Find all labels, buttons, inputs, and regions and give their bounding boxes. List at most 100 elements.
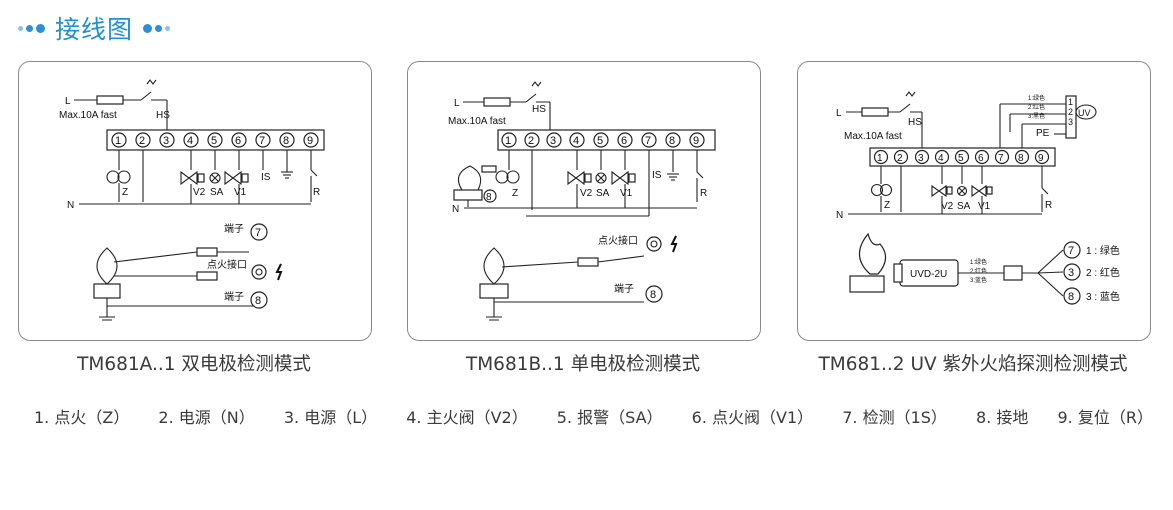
label-l: L bbox=[454, 98, 460, 109]
label-z: Z bbox=[884, 200, 890, 211]
svg-text:3: 3 bbox=[1068, 117, 1073, 127]
legend-red: 2 : 红色 bbox=[1086, 266, 1120, 279]
svg-text:7: 7 bbox=[645, 135, 651, 147]
label-v2: V2 bbox=[193, 187, 206, 198]
alarm-lamp-icon bbox=[956, 185, 968, 197]
label-terminal-7: 端子 bbox=[224, 222, 244, 235]
wire-label-1: 1:绿色 bbox=[1028, 94, 1045, 102]
label-r: R bbox=[700, 188, 707, 199]
svg-text:1: 1 bbox=[1068, 97, 1073, 107]
pilot-valve-icon bbox=[611, 170, 636, 186]
svg-text:8: 8 bbox=[669, 135, 675, 147]
label-n: N bbox=[452, 204, 459, 215]
label-fuse: Max.10A fast bbox=[59, 110, 117, 121]
svg-text:5: 5 bbox=[597, 135, 603, 147]
terminal-8-marker: 8 bbox=[255, 295, 261, 307]
spark-icon bbox=[670, 235, 678, 253]
terminal-7-marker: 7 bbox=[255, 227, 261, 239]
fuse-icon bbox=[483, 97, 511, 107]
legend-item: 6. 点火阀（V1） bbox=[691, 408, 814, 427]
burner-ignitor-icon: 8 bbox=[453, 165, 497, 207]
uv-connector bbox=[1065, 95, 1077, 139]
left-dots-decoration bbox=[18, 23, 45, 33]
svg-text:6: 6 bbox=[978, 153, 984, 164]
legend-item: 1. 点火（Z） bbox=[34, 408, 130, 427]
fuse-icon bbox=[96, 95, 124, 105]
label-v1: V1 bbox=[978, 201, 991, 212]
spark-icon bbox=[275, 263, 283, 281]
label-terminal-8: 端子 bbox=[614, 282, 634, 295]
legend-green: 1 : 绿色 bbox=[1086, 244, 1120, 257]
output-8-marker: 8 bbox=[1068, 291, 1074, 303]
svg-text:8: 8 bbox=[1018, 153, 1024, 164]
pilot-valve-icon bbox=[224, 170, 249, 186]
svg-text:1: 1 bbox=[115, 135, 121, 147]
label-hs: HS bbox=[532, 104, 546, 115]
label-v2: V2 bbox=[941, 201, 954, 212]
label-sa: SA bbox=[210, 187, 224, 198]
ground-icon bbox=[281, 171, 293, 179]
label-r: R bbox=[313, 187, 320, 198]
caption-b: TM681B..1 单电极检测模式 bbox=[465, 354, 701, 375]
cable-connector bbox=[1003, 265, 1023, 281]
terminal-numbers: 1 2 3 4 5 6 7 8 9 bbox=[873, 149, 1050, 165]
caption-a: TM681A..1 双电极检测模式 bbox=[77, 354, 311, 375]
legend-item: 3. 电源（L） bbox=[283, 408, 378, 427]
diagram-panel-c: L Max.10A fast HS 1:绿色 2:红色 3:黑色 1 2 3 U… bbox=[797, 61, 1151, 341]
wiring-diagram-a: L Max.10A fast HS 1 2 3 4 5 6 7 8 9 Z V2… bbox=[59, 79, 325, 321]
burner-flame-icon bbox=[93, 247, 121, 321]
label-l: L bbox=[65, 96, 71, 107]
label-uvd: UVD-2U bbox=[910, 269, 947, 280]
label-fuse: Max.10A fast bbox=[448, 116, 506, 127]
ground-8-marker: 8 bbox=[486, 192, 492, 203]
svg-text:1: 1 bbox=[877, 153, 883, 164]
fuse-icon bbox=[861, 107, 889, 117]
cable-label-1: 1:绿色 bbox=[970, 258, 987, 266]
svg-text:7: 7 bbox=[259, 135, 265, 147]
svg-text:3: 3 bbox=[163, 135, 169, 147]
alarm-lamp-icon bbox=[595, 172, 607, 184]
label-v1: V1 bbox=[620, 188, 633, 199]
svg-text:5: 5 bbox=[958, 153, 964, 164]
label-uv: UV bbox=[1078, 108, 1091, 118]
cable-label-3: 3:蓝色 bbox=[970, 276, 987, 284]
label-pe: PE bbox=[1036, 128, 1050, 139]
main-valve-icon bbox=[931, 184, 953, 198]
main-valve-icon bbox=[180, 170, 205, 186]
burner-flame-icon bbox=[479, 247, 509, 321]
wire-label-3: 3:黑色 bbox=[1028, 112, 1045, 120]
svg-text:2: 2 bbox=[528, 135, 534, 147]
label-ignition: 点火接口 bbox=[207, 258, 247, 271]
legend-item: 2. 电源（N） bbox=[158, 408, 255, 427]
uv-sensor-icon bbox=[1075, 104, 1097, 120]
reset-switch-icon bbox=[1041, 187, 1049, 212]
label-z: Z bbox=[512, 188, 518, 199]
terminal-legend: 1. 点火（Z） 2. 电源（N） 3. 电源（L） 4. 主火阀（V2） 5.… bbox=[34, 404, 1173, 428]
alarm-lamp-icon bbox=[209, 172, 221, 184]
legend-item: 9. 复位（R） bbox=[1057, 408, 1153, 427]
terminal-8-marker: 8 bbox=[650, 289, 656, 301]
output-7-marker: 7 bbox=[1068, 245, 1074, 257]
svg-text:4: 4 bbox=[187, 135, 193, 147]
svg-text:3: 3 bbox=[550, 135, 556, 147]
svg-text:4: 4 bbox=[573, 135, 579, 147]
svg-text:9: 9 bbox=[1038, 153, 1044, 164]
label-fuse: Max.10A fast bbox=[844, 131, 902, 142]
label-z: Z bbox=[122, 187, 128, 198]
label-terminal-8: 端子 bbox=[224, 290, 244, 303]
svg-text:6: 6 bbox=[621, 135, 627, 147]
ground-icon bbox=[667, 173, 679, 181]
label-is: IS bbox=[261, 172, 271, 183]
wiring-diagram-c: L Max.10A fast HS 1:绿色 2:红色 3:黑色 1 2 3 U… bbox=[836, 91, 1120, 305]
flame-icon bbox=[849, 232, 887, 293]
caption-c: TM681..2 UV 紫外火焰探测检测模式 bbox=[818, 354, 1128, 375]
label-ignition: 点火接口 bbox=[598, 234, 638, 247]
terminal-numbers: 1 2 3 4 5 6 7 8 9 bbox=[111, 132, 319, 148]
main-valve-icon bbox=[567, 170, 592, 186]
svg-text:8: 8 bbox=[283, 135, 289, 147]
label-hs: HS bbox=[156, 110, 170, 121]
label-v2: V2 bbox=[580, 188, 593, 199]
wire-label-2: 2:红色 bbox=[1028, 103, 1045, 111]
svg-text:2: 2 bbox=[1068, 107, 1073, 117]
label-n: N bbox=[836, 210, 843, 221]
